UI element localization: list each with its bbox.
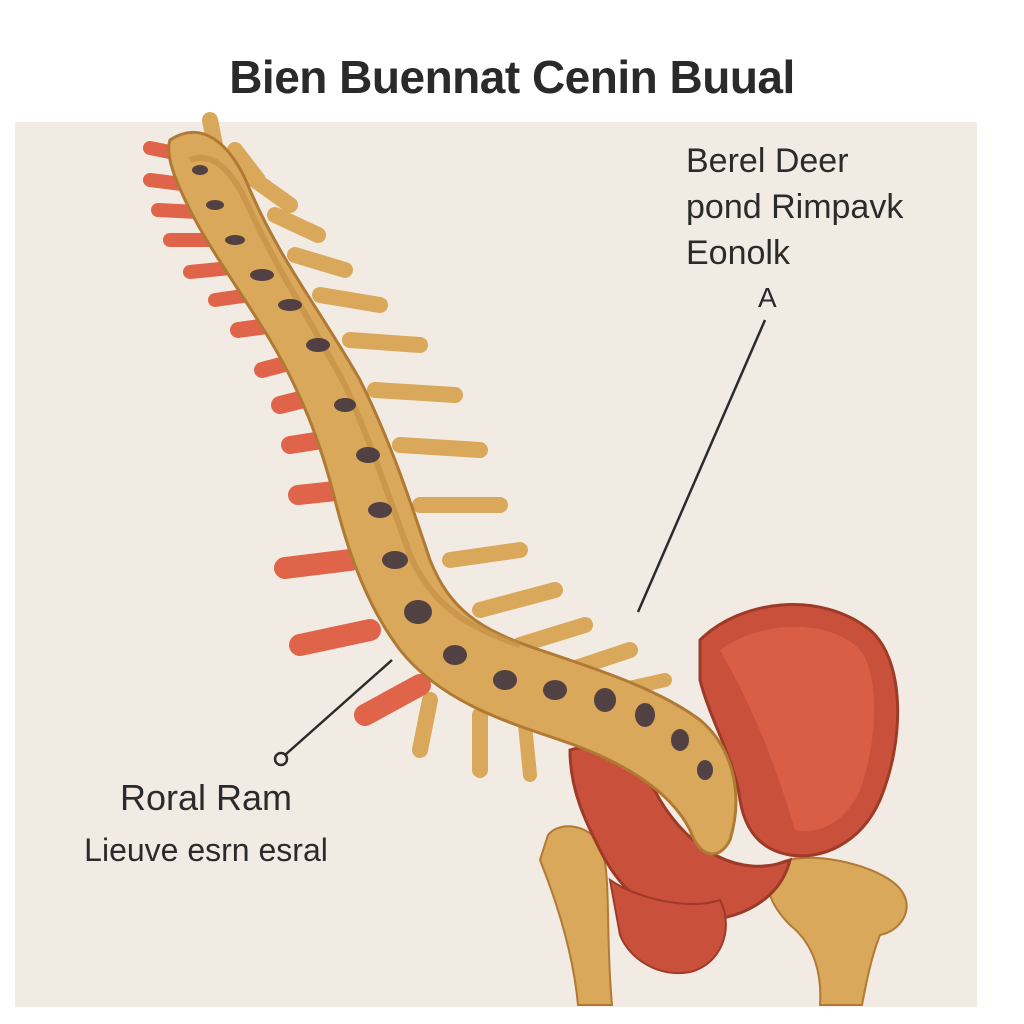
femur-illustration	[538, 825, 908, 1006]
callout-line: Roral Ram	[119, 777, 293, 818]
callout-marker-a: A	[758, 282, 777, 313]
callout-line: pond Rimpavk	[686, 188, 904, 226]
callout-label-bottom-left: Roral Ram Lieuve esrn esral	[76, 772, 336, 876]
diagram-title: Bien Buennat Cenin Buual	[229, 51, 795, 103]
leader-lines	[273, 319, 767, 767]
callout-label-top-right: Berel Deer pond Rimpavk Eonolk	[686, 138, 903, 276]
callout-line: Berel Deer	[686, 142, 849, 180]
callout-line: Lieuve esrn esral	[84, 832, 328, 868]
spine-illustration	[202, 112, 672, 782]
callout-line: Eonolk	[686, 234, 790, 272]
vertebral-column	[167, 130, 738, 856]
pelvis-illustration	[568, 603, 900, 975]
